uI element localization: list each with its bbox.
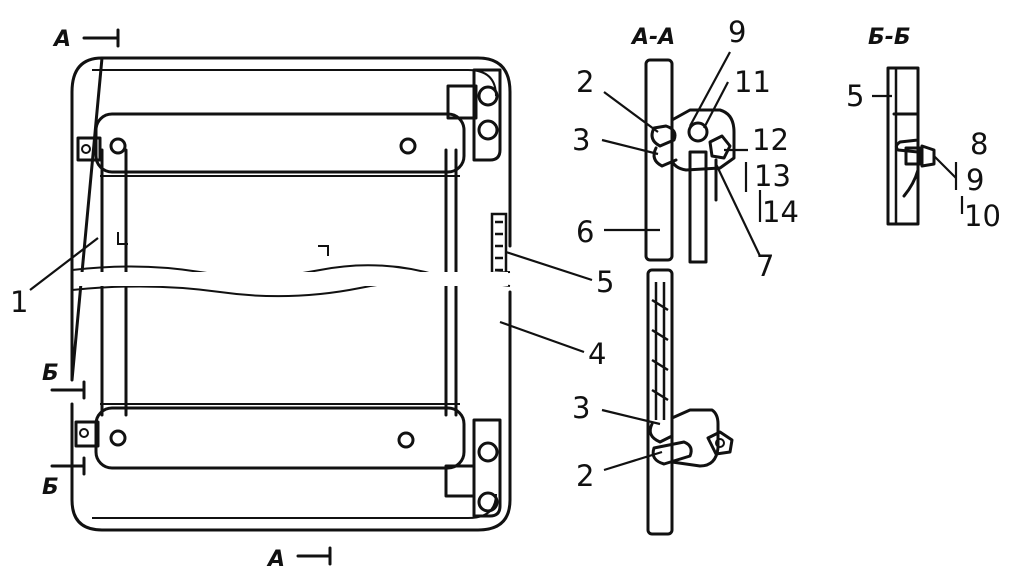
right-latch-bottom	[444, 418, 502, 518]
bottom-strap-hole-left	[109, 429, 127, 447]
mark-L	[117, 232, 128, 245]
section-b-upper-label: Б	[42, 361, 59, 386]
section-aa-title: А-А	[630, 25, 675, 50]
callout-14: 14	[762, 195, 799, 229]
section-marker-b-upper: Б	[42, 361, 86, 400]
bb-nut	[920, 144, 936, 168]
callout-6: 6	[576, 215, 594, 249]
leader-5	[505, 250, 593, 282]
leader-9-aa	[689, 51, 731, 127]
callout-3-aa-bottom: 3	[572, 391, 590, 425]
aa-upper-nut	[708, 134, 732, 160]
callout-9-aa: 9	[728, 15, 746, 49]
callout-1: 1	[10, 285, 28, 319]
section-bb: Б-Б 5 8 9 10	[846, 25, 1001, 233]
callout-5-bb: 5	[846, 79, 864, 113]
section-aa: А-А 9 11 2 3 12 13 14 6	[572, 15, 799, 536]
leader-3-aa-top	[601, 138, 659, 156]
section-marker-a-bottom: А	[266, 546, 332, 572]
bottom-strap-hole-right	[397, 431, 415, 449]
callout-2-aa-top: 2	[576, 65, 594, 99]
aa-lower-bracket	[670, 408, 720, 468]
break-gap	[76, 272, 508, 286]
section-a-bottom-label: А	[266, 547, 285, 572]
top-strap-hole-right	[399, 137, 417, 155]
aa-hatch-strip	[651, 282, 669, 420]
leader-11	[703, 81, 729, 129]
callout-11: 11	[734, 65, 771, 99]
seal-strip	[490, 212, 508, 282]
mark-corner	[318, 245, 329, 256]
section-marker-a-top: А	[52, 27, 120, 52]
callout-8: 8	[970, 127, 988, 161]
inner-frame-line	[92, 69, 497, 519]
aa-pin	[688, 150, 708, 264]
callout-2-aa-bottom: 2	[576, 459, 594, 493]
callout-12: 12	[752, 123, 789, 157]
bottom-strap	[94, 406, 466, 470]
callout-10: 10	[964, 199, 1001, 233]
callout-7: 7	[756, 249, 774, 283]
leader-3-aa-bottom	[601, 408, 661, 426]
bb-panel	[886, 66, 920, 226]
bb-bracket	[892, 112, 920, 198]
leader-7	[715, 163, 761, 257]
top-strap	[94, 112, 466, 174]
aa-upper-bracket	[670, 108, 736, 172]
aa-lower-nut	[706, 430, 734, 456]
leader-2-aa-top	[603, 91, 659, 133]
leader-2-aa-bottom	[603, 450, 663, 472]
section-marker-b-lower: Б	[42, 456, 86, 500]
front-view	[70, 56, 512, 532]
callout-13: 13	[754, 159, 791, 193]
section-bb-title: Б-Б	[868, 25, 911, 50]
bb-bolt	[904, 146, 922, 166]
hinge-pin	[81, 144, 91, 154]
outer-frame	[70, 56, 512, 532]
aa-upper-clip-2	[652, 146, 678, 168]
callout-4: 4	[588, 337, 606, 371]
aa-lower-clip	[648, 422, 674, 444]
left-hinge-bottom	[74, 420, 100, 448]
aa-panel-lower	[646, 268, 674, 536]
section-b-lower-label: Б	[42, 475, 59, 500]
leader-9-bb	[933, 155, 957, 179]
callout-9-bb: 9	[966, 163, 984, 197]
left-hinge-top	[76, 136, 102, 162]
aa-upper-bolt	[687, 121, 709, 143]
aa-upper-clip	[650, 124, 677, 148]
callout-3-aa-top: 3	[572, 123, 590, 157]
section-a-top-label: А	[52, 27, 71, 52]
leader-1	[29, 237, 99, 291]
aa-lower-nut-hole	[715, 438, 725, 448]
hinge-pin-2	[79, 428, 89, 438]
top-strap-hole-left	[109, 137, 127, 155]
leader-4	[499, 320, 585, 354]
callout-5-front: 5	[596, 265, 614, 299]
right-latch-top	[446, 68, 502, 162]
